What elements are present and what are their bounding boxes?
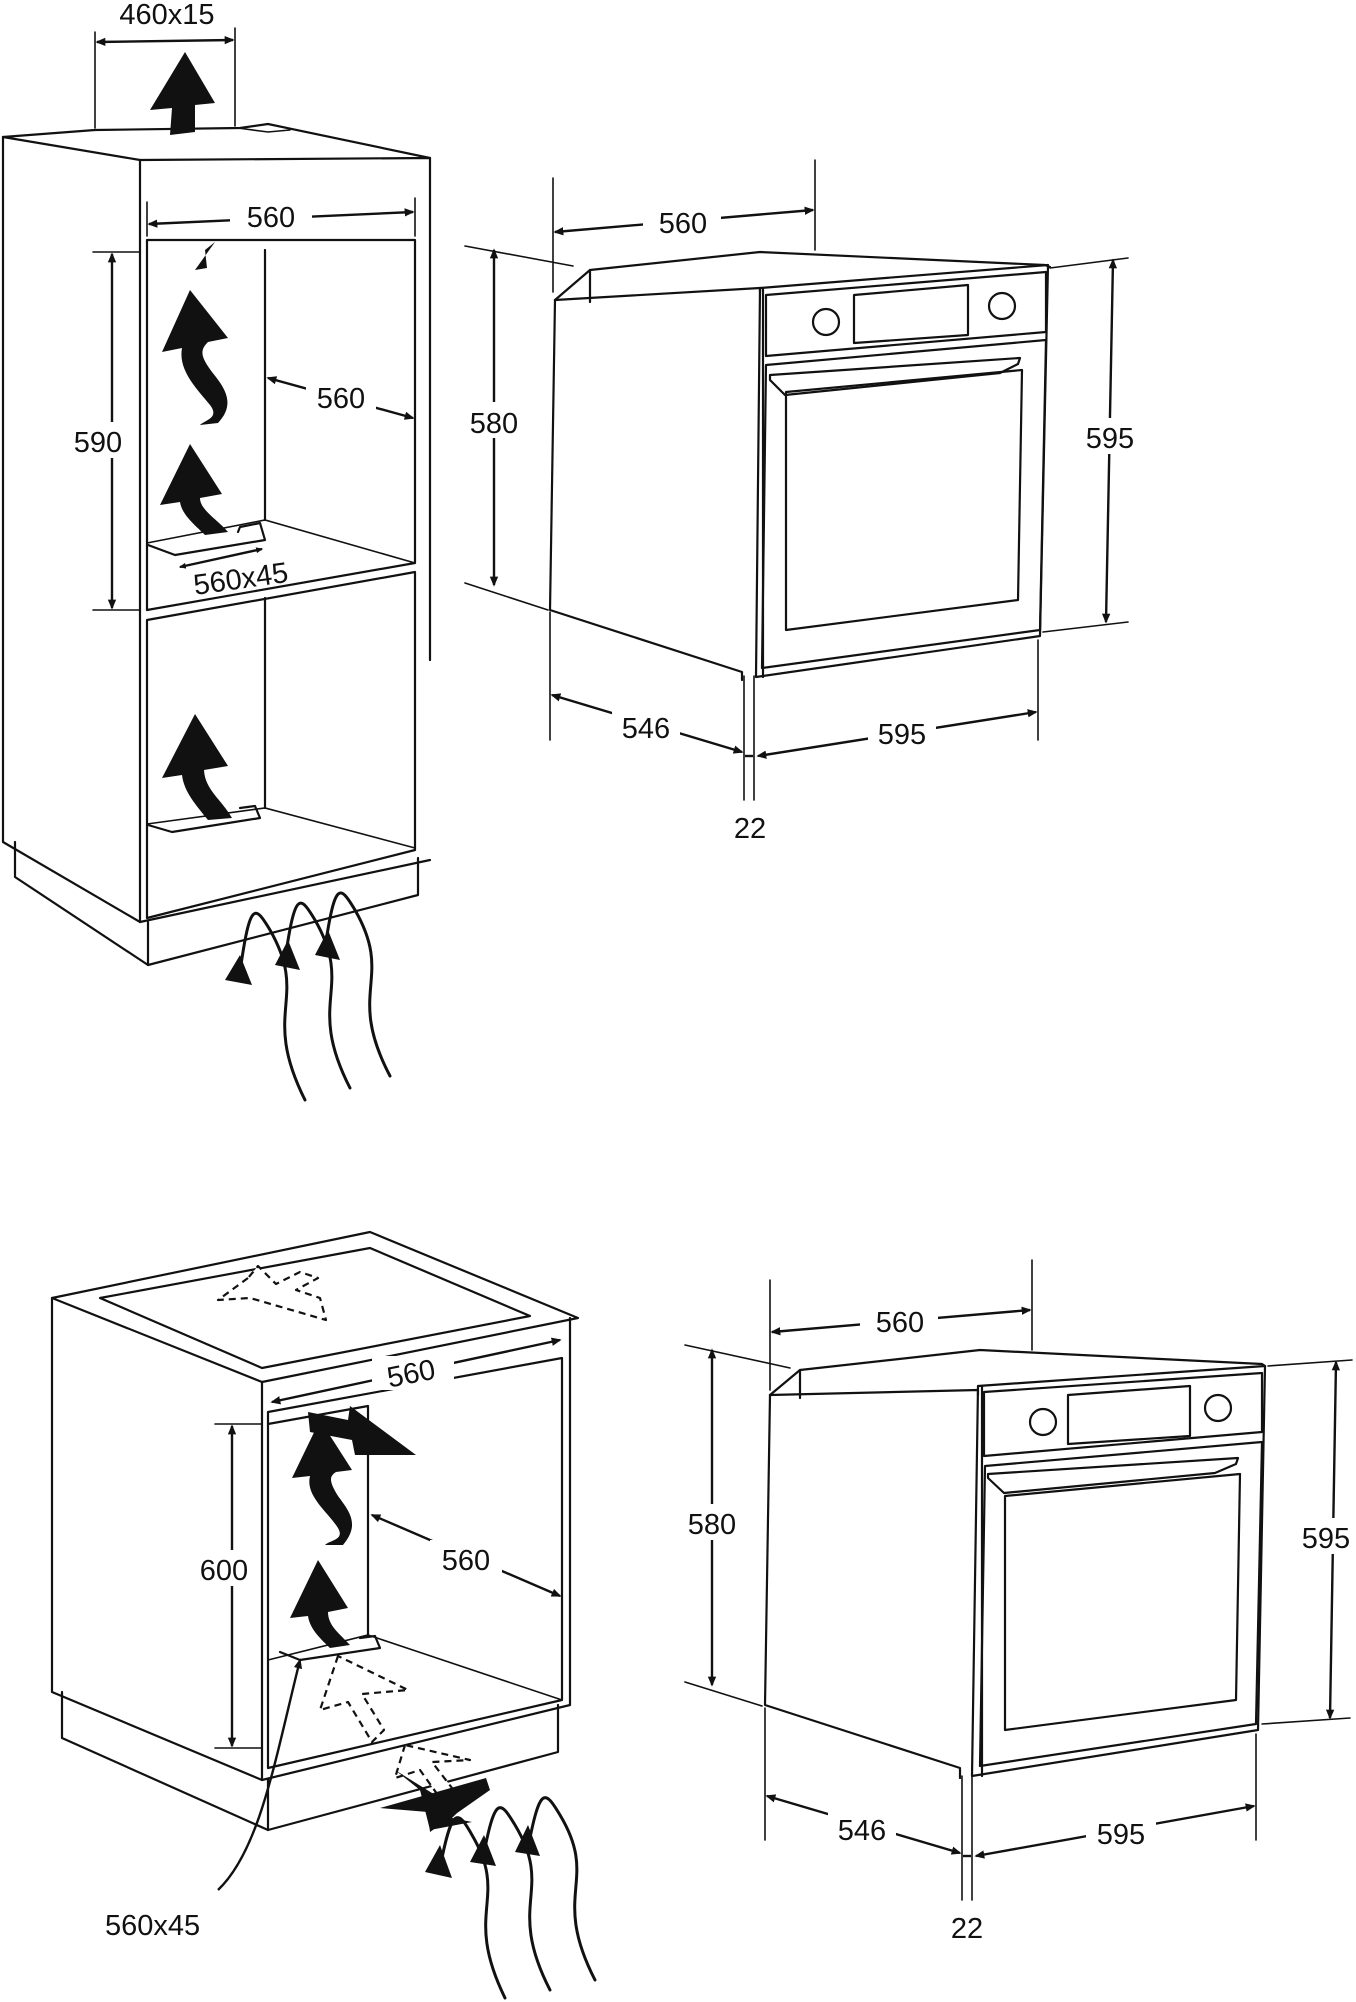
airflow-arrow-icon	[308, 1406, 416, 1455]
oven-depth-label: 546	[622, 713, 670, 745]
oven-bottom-body-height-label: 580	[688, 1509, 736, 1541]
incoming-air-waves-top	[225, 891, 392, 1102]
oven-front-height-label: 595	[1086, 423, 1134, 455]
dimension-top-vent: 460x15	[94, 0, 236, 129]
airflow-arrows-base-cabinet	[216, 1264, 490, 1832]
cabinet-depth-label: 560	[317, 383, 365, 415]
oven-top	[548, 250, 1052, 682]
base-cabinet-vent-label: 560x45	[105, 1910, 200, 1942]
cabinet-height-label: 590	[74, 427, 122, 459]
dimension-cabinet-depth: 560	[266, 376, 415, 420]
top-vent-label: 460x15	[119, 0, 214, 31]
dashed-airflow-arrow-icon	[216, 1264, 328, 1322]
oven-bottom-door-thickness-label: 22	[951, 1913, 983, 1945]
oven-top-dimensions: 560 580 595 546 595 22	[462, 159, 1142, 845]
airflow-arrow-icon	[162, 714, 232, 820]
airflow-arrow-icon	[162, 290, 228, 425]
airflow-arrow-icon	[195, 242, 215, 270]
oven-bottom	[763, 1348, 1267, 1780]
base-cabinet	[50, 1230, 580, 1832]
oven-front-width-label: 595	[878, 719, 926, 751]
oven-bottom-width-label: 560	[876, 1307, 924, 1339]
oven-bottom-dimensions: 560 580 595 546 595 22	[680, 1259, 1356, 1945]
oven-door-thickness-label: 22	[734, 813, 766, 845]
airflow-arrow-icon	[150, 52, 215, 135]
dimension-cabinet-height: 590	[66, 251, 141, 611]
oven-bottom-front-height-label: 595	[1302, 1523, 1350, 1555]
base-cabinet-dimensions: 560 600 560 560x45	[105, 1337, 562, 1942]
oven-bottom-depth-label: 546	[838, 1815, 886, 1847]
airflow-arrow-icon	[290, 1560, 350, 1648]
airflow-arrows-tall-cabinet	[150, 52, 232, 820]
base-cabinet-depth-label: 560	[442, 1545, 490, 1577]
airflow-arrow-icon	[160, 444, 228, 535]
oven-bottom-front-width-label: 595	[1097, 1819, 1145, 1851]
cabinet-width-label: 560	[247, 202, 295, 234]
airflow-arrow-icon	[292, 1420, 353, 1545]
oven-body-height-label: 580	[470, 408, 518, 440]
dimension-cabinet-width: 560	[146, 197, 416, 237]
tall-cabinet	[1, 122, 432, 967]
bottom-vent-label: 560x45	[192, 557, 291, 602]
incoming-air-waves-bottom	[425, 1796, 597, 2000]
dimension-bottom-vent: 560x45	[178, 547, 291, 602]
oven-width-label: 560	[659, 208, 707, 240]
base-cabinet-height-label: 600	[200, 1555, 248, 1587]
dashed-airflow-arrow-icon	[318, 1654, 410, 1744]
